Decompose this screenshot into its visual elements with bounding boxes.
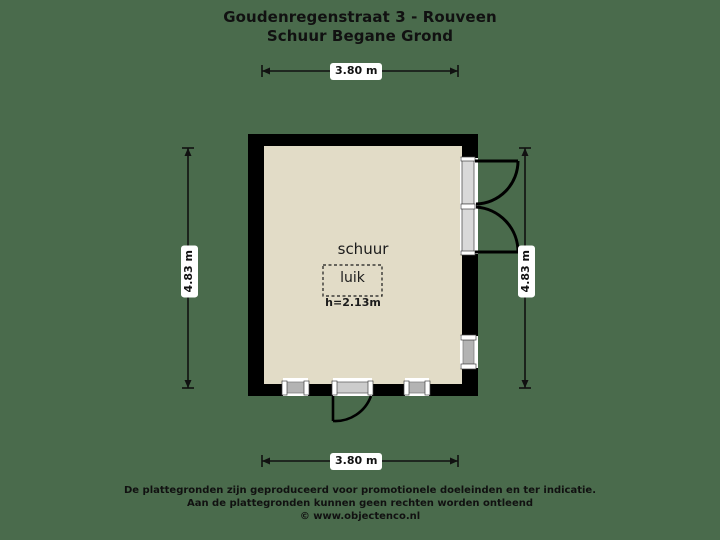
dimension-label-bottom: 3.80 m (330, 453, 383, 470)
window-bottom-left (281, 378, 310, 396)
dimension-label-right: 4.83 m (518, 245, 535, 298)
door-opening-right-double (460, 156, 478, 256)
door-swing-right-lower (475, 205, 520, 254)
title-subtitle: Schuur Begane Grond (266, 27, 454, 45)
door-swing-right-upper (475, 159, 520, 206)
door-swing-bottom (331, 395, 373, 423)
disclaimer-line-1: De plattegronden zijn geproduceerd voor … (123, 485, 597, 496)
disclaimer: De plattegronden zijn geproduceerd voor … (0, 484, 720, 523)
disclaimer-line-3: © www.objectenco.nl (299, 511, 421, 522)
room-label-schuur: schuur (337, 240, 389, 258)
disclaimer-line-2: Aan de plattegronden kunnen geen rechten… (186, 498, 534, 509)
title-address: Goudenregenstraat 3 - Rouveen (223, 8, 497, 26)
page-title: Goudenregenstraat 3 - Rouveen Schuur Beg… (0, 8, 720, 46)
window-bottom-right (403, 378, 431, 396)
door-opening-bottom (331, 378, 374, 396)
room-height-label-schuur: h=2.13m (325, 296, 381, 309)
dimension-label-top: 3.80 m (330, 63, 383, 80)
dimension-label-left: 4.83 m (181, 245, 198, 298)
hatch-label-luik: luik (340, 270, 365, 286)
hatch-outline-luik (322, 264, 383, 297)
window-right-wall (460, 334, 478, 370)
